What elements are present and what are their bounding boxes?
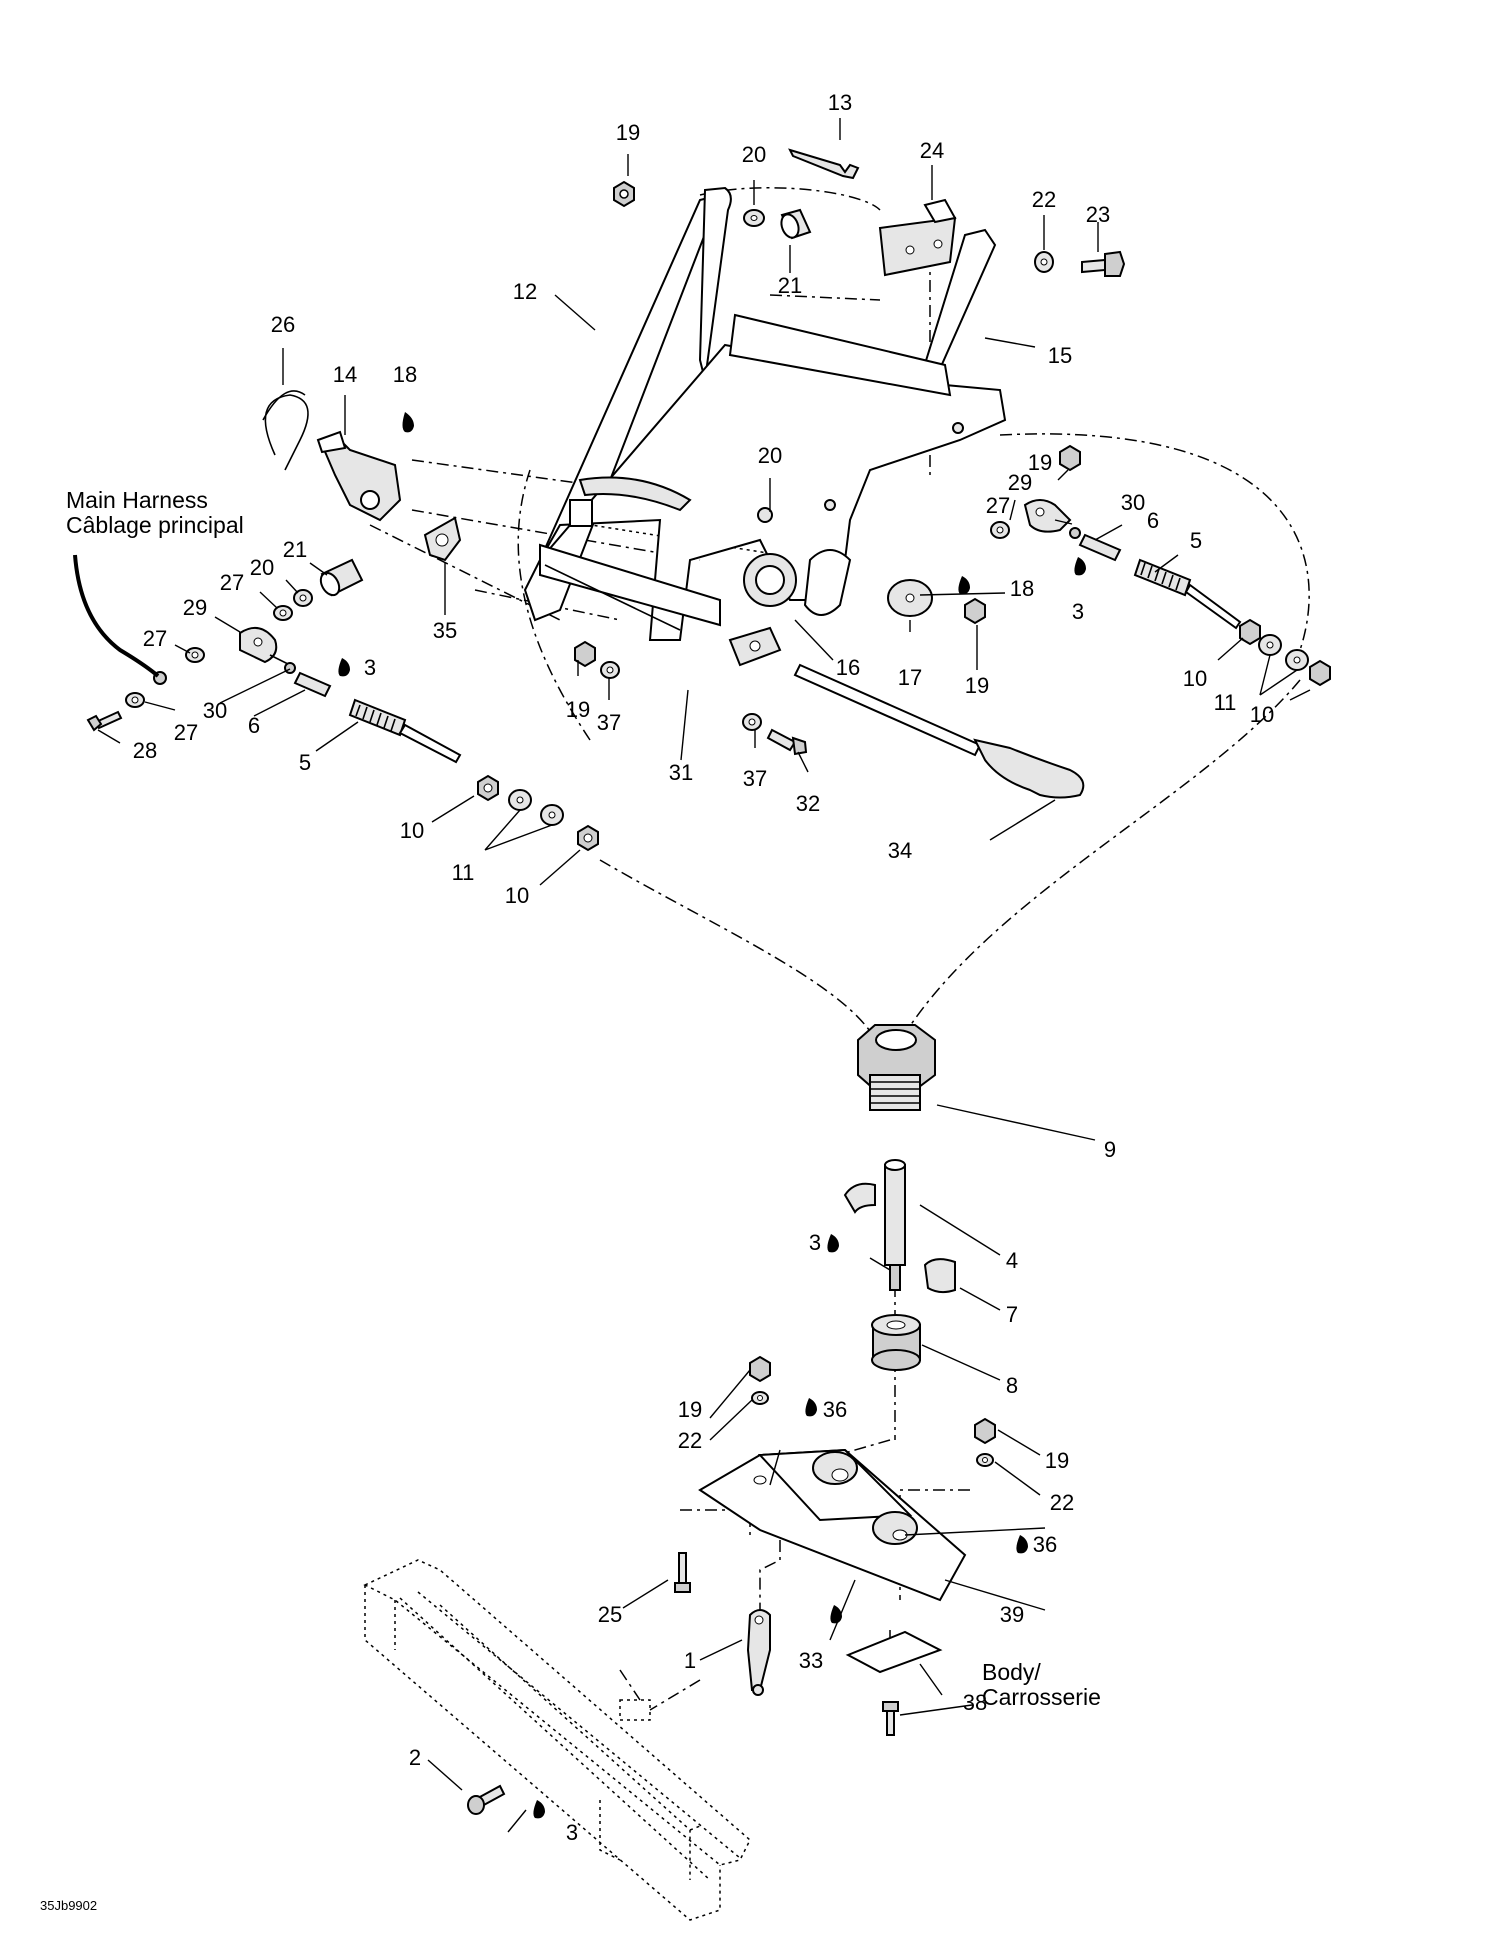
callout-21: 21 bbox=[778, 273, 802, 298]
callout-3-stack: 3 bbox=[809, 1230, 821, 1255]
callout-17: 17 bbox=[898, 665, 922, 690]
callout-labels: 13 19 20 24 22 23 21 12 15 26 14 18 20 1… bbox=[133, 90, 1274, 1845]
shifter-frame bbox=[523, 186, 1007, 641]
callout-27-left-top: 27 bbox=[220, 570, 244, 595]
drop-icon bbox=[1016, 1535, 1028, 1554]
callout-20: 20 bbox=[742, 142, 766, 167]
drawing-code: 35Jb9902 bbox=[40, 1898, 97, 1913]
callout-14: 14 bbox=[333, 362, 357, 387]
callout-33: 33 bbox=[799, 1648, 823, 1673]
lower-stack bbox=[843, 1024, 956, 1371]
body-label: Body/ bbox=[982, 1659, 1041, 1685]
callout-27-right: 27 bbox=[986, 493, 1010, 518]
callout-21-left: 21 bbox=[283, 537, 307, 562]
right-cable-end bbox=[574, 444, 1331, 799]
callout-31: 31 bbox=[669, 760, 693, 785]
callout-19-bracket-right: 19 bbox=[1045, 1448, 1069, 1473]
callout-28: 28 bbox=[133, 738, 157, 763]
callout-4: 4 bbox=[1006, 1248, 1018, 1273]
drop-icon bbox=[958, 576, 970, 595]
callout-24: 24 bbox=[920, 138, 944, 163]
callout-5-left: 5 bbox=[299, 750, 311, 775]
callout-19-mid: 19 bbox=[965, 673, 989, 698]
callout-25: 25 bbox=[598, 1602, 622, 1627]
drop-icon bbox=[338, 658, 350, 677]
callout-11-right: 11 bbox=[1214, 690, 1237, 715]
callout-29-right: 29 bbox=[1008, 470, 1032, 495]
callout-20-left: 20 bbox=[250, 555, 274, 580]
callout-27-left: 27 bbox=[143, 626, 167, 651]
callout-19-right: 19 bbox=[1028, 450, 1052, 475]
callout-22-bracket-left: 22 bbox=[678, 1428, 702, 1453]
leader-lines bbox=[97, 118, 1311, 1833]
callout-38: 38 bbox=[963, 1690, 987, 1715]
callout-11-left: 11 bbox=[452, 860, 475, 885]
callout-37: 37 bbox=[743, 766, 767, 791]
top-hardware bbox=[73, 148, 1126, 764]
callout-6-left: 6 bbox=[248, 713, 260, 738]
callout-3-left: 3 bbox=[364, 655, 376, 680]
callout-7: 7 bbox=[1006, 1302, 1018, 1327]
callout-12: 12 bbox=[513, 279, 537, 304]
callout-23: 23 bbox=[1086, 202, 1110, 227]
callout-6-right: 6 bbox=[1147, 508, 1159, 533]
callout-3-right: 3 bbox=[1072, 599, 1084, 624]
main-harness-label-fr: Câblage principal bbox=[66, 512, 244, 538]
drop-icon bbox=[805, 1398, 817, 1417]
callout-22-bracket-right: 22 bbox=[1050, 1490, 1074, 1515]
callout-19-bracket-left: 19 bbox=[678, 1397, 702, 1422]
callout-10-right-b: 10 bbox=[1250, 702, 1274, 727]
left-cable-end bbox=[477, 774, 599, 852]
callout-19: 19 bbox=[616, 120, 640, 145]
callout-18: 18 bbox=[393, 362, 417, 387]
main-harness-label: Main Harness bbox=[66, 487, 208, 513]
callout-36-right: 36 bbox=[1033, 1532, 1057, 1557]
pedal-bracket bbox=[467, 1355, 996, 1815]
callout-13: 13 bbox=[828, 90, 852, 115]
body-label-fr: Carrosserie bbox=[982, 1684, 1101, 1710]
pedal-outline bbox=[363, 1559, 751, 1921]
drop-icon bbox=[830, 1605, 842, 1624]
callout-3-bottom: 3 bbox=[566, 1820, 578, 1845]
callout-29-left: 29 bbox=[183, 595, 207, 620]
callout-32: 32 bbox=[796, 791, 820, 816]
callout-35: 35 bbox=[433, 618, 457, 643]
callout-30-left: 30 bbox=[203, 698, 227, 723]
callout-8: 8 bbox=[1006, 1373, 1018, 1398]
callout-22: 22 bbox=[1032, 187, 1056, 212]
callout-30-right: 30 bbox=[1121, 490, 1145, 515]
callout-34: 34 bbox=[888, 838, 912, 863]
callout-10-right-a: 10 bbox=[1183, 666, 1207, 691]
callout-36-left: 36 bbox=[823, 1397, 847, 1422]
drop-icon bbox=[1074, 557, 1086, 576]
callout-1: 1 bbox=[684, 1648, 696, 1673]
callout-37-left: 37 bbox=[597, 710, 621, 735]
callout-10-left-a: 10 bbox=[400, 818, 424, 843]
callout-20-mid: 20 bbox=[758, 443, 782, 468]
callout-39: 39 bbox=[1000, 1602, 1024, 1627]
callout-15: 15 bbox=[1048, 343, 1072, 368]
drop-icon bbox=[533, 1800, 545, 1819]
callout-19-bottom: 19 bbox=[566, 697, 590, 722]
drop-icon bbox=[827, 1234, 839, 1253]
callout-16: 16 bbox=[836, 655, 860, 680]
lubricant-drops bbox=[338, 412, 1086, 1819]
callout-18-mid: 18 bbox=[1010, 576, 1034, 601]
drop-icon bbox=[402, 412, 414, 433]
callout-9: 9 bbox=[1104, 1137, 1116, 1162]
callout-26: 26 bbox=[271, 312, 295, 337]
notes: Main Harness Câblage principal Body/ Car… bbox=[40, 487, 1101, 1913]
callout-27-bottom: 27 bbox=[174, 720, 198, 745]
callout-10-left-b: 10 bbox=[505, 883, 529, 908]
callout-2: 2 bbox=[409, 1745, 421, 1770]
callout-5-right: 5 bbox=[1190, 528, 1202, 553]
